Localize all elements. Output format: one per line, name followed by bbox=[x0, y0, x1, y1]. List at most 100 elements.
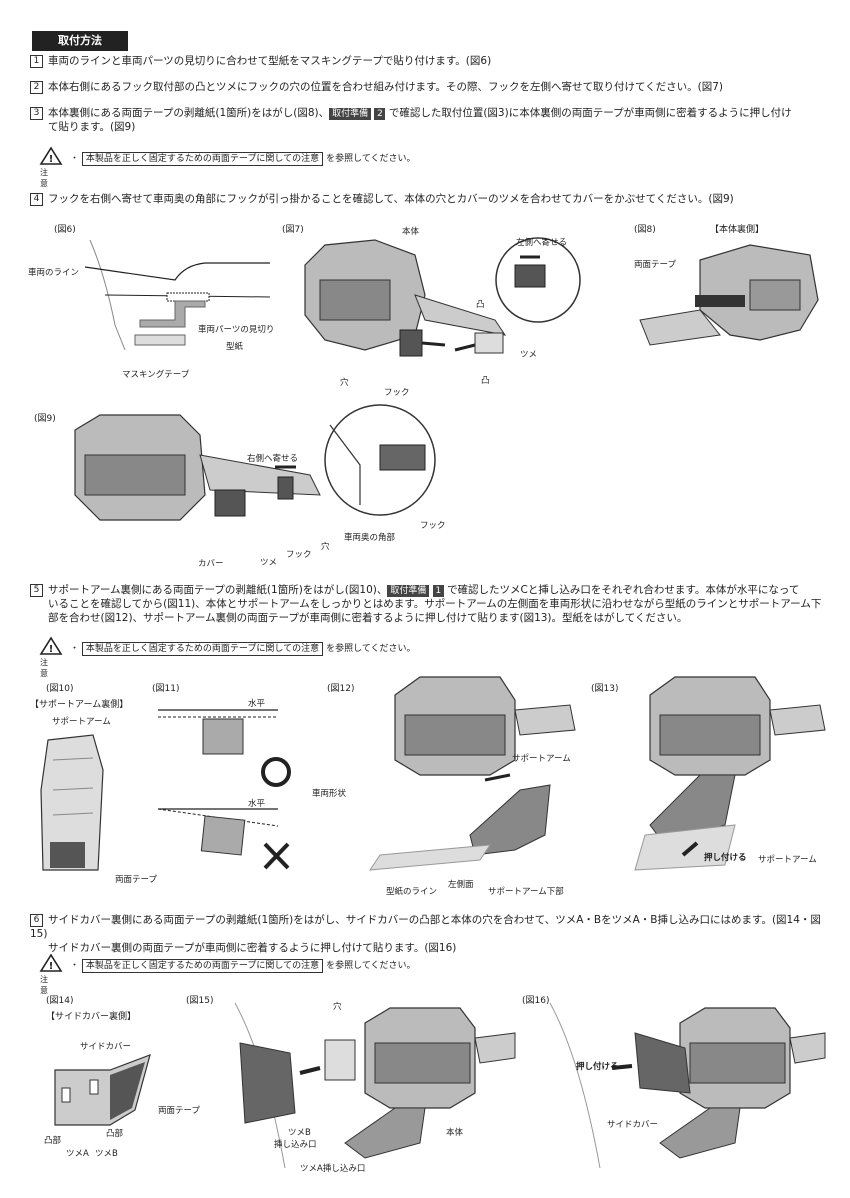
figure-7-label: 凸 bbox=[481, 376, 490, 386]
step-text: サポートアーム裏側にある両面テープの剥離紙(1箇所)をはがし(図10)、 bbox=[48, 584, 388, 596]
figure-10-subtitle: 【サポートアーム裏側】 bbox=[30, 700, 129, 710]
caution-suffix: を参照してください。 bbox=[326, 961, 416, 971]
caution-label: 注 意 bbox=[40, 168, 48, 188]
figure-16-title: (図16) bbox=[522, 996, 550, 1006]
svg-text:!: ! bbox=[49, 644, 54, 655]
bullet: ・ bbox=[70, 961, 80, 971]
step-1: 1 車両のラインと車両パーツの見切りに合わせて型紙をマスキングテープで貼り付けます… bbox=[30, 54, 830, 68]
figure-11-label: 水平 bbox=[248, 799, 266, 809]
figure-11-title: (図11) bbox=[152, 684, 180, 694]
caution-label: 注 意 bbox=[40, 975, 48, 995]
step-text: サイドカバー裏側にある両面テープの剥離紙(1箇所)をはがし、サイドカバーの凸部と… bbox=[30, 914, 821, 940]
step-2: 2 本体右側にあるフック取付部の凸とツメにフックの穴の位置を合わせ組み付けます。そ… bbox=[30, 80, 830, 94]
figure-16-illustration bbox=[549, 1002, 826, 1169]
figure-16-label: サイドカバー bbox=[607, 1120, 659, 1130]
figure-6-title: (図6) bbox=[54, 225, 76, 235]
figure-16-label: 押し付ける bbox=[576, 1062, 619, 1072]
figure-10-title: (図10) bbox=[46, 684, 74, 694]
step-number: 5 bbox=[30, 583, 43, 597]
figure-14-label: 両面テープ bbox=[158, 1106, 200, 1116]
figure-8-subtitle: 【本体裏側】 bbox=[710, 225, 765, 235]
figure-12-label: 車両形状 bbox=[312, 789, 347, 799]
caution-suffix: を参照してください。 bbox=[326, 644, 416, 654]
figure-14-label: サイドカバー bbox=[80, 1042, 132, 1052]
step-text: 部を合わせ(図12)、サポートアーム裏側の両面テープが車両側に密着するように押し… bbox=[48, 612, 688, 624]
prep-tag: 取付準備 bbox=[387, 585, 430, 597]
bullet: ・ bbox=[70, 154, 80, 164]
caution-label: 注 意 bbox=[40, 658, 48, 678]
figure-7-label: 凸 bbox=[476, 300, 485, 310]
figure-6-label: マスキングテープ bbox=[122, 370, 190, 380]
figure-7-title: (図7) bbox=[282, 225, 304, 235]
step-text: サイドカバー裏側の両面テープが車両側に密着するように押し付けて貼ります。(図16… bbox=[48, 942, 457, 954]
figure-7-label: 左側へ寄せる bbox=[516, 238, 568, 248]
bullet: ・ bbox=[70, 644, 80, 654]
figure-12-title: (図12) bbox=[327, 684, 355, 694]
figure-7-label: フック bbox=[384, 388, 410, 398]
figure-13-label: 押し付ける bbox=[704, 853, 747, 863]
figure-9-label: 穴 bbox=[321, 542, 330, 552]
step-5: 5 サポートアーム裏側にある両面テープの剥離紙(1箇所)をはがし(図10)、取付準… bbox=[30, 583, 830, 625]
step-text: いることを確認してから(図11)、本体とサポートアームをしっかりとはめます。サポ… bbox=[48, 598, 822, 610]
figure-14-illustration bbox=[54, 1054, 151, 1126]
figure-9-title: (図9) bbox=[34, 414, 56, 424]
figure-9-label: フック bbox=[420, 521, 446, 531]
figure-9-illustration bbox=[74, 404, 436, 521]
step-number: 1 bbox=[30, 54, 43, 68]
prep-tag: 取付準備 bbox=[329, 108, 372, 120]
figure-15-label: 本体 bbox=[446, 1128, 464, 1138]
caution-reference: 本製品を正しく固定するための両面テープに関しての注意 bbox=[81, 642, 324, 656]
caution-reference: 本製品を正しく固定するための両面テープに関しての注意 bbox=[81, 152, 324, 166]
figure-9-label: フック bbox=[286, 550, 312, 560]
step-3: 3 本体裏側にある両面テープの剥離紙(1箇所)をはがし(図8)、取付準備 2 で確… bbox=[30, 106, 830, 134]
figure-6-label: 型紙 bbox=[226, 342, 244, 352]
section-header: 取付方法 bbox=[32, 31, 128, 51]
figure-14-label: 凸部 bbox=[106, 1129, 124, 1139]
step-number: 3 bbox=[30, 106, 43, 120]
figure-6-label: 車両のライン bbox=[28, 268, 80, 278]
svg-text:!: ! bbox=[49, 154, 54, 165]
figure-15-illustration bbox=[234, 1002, 516, 1169]
figure-9-label: 右側へ寄せる bbox=[247, 454, 299, 464]
step-number: 6 bbox=[30, 913, 43, 927]
figure-15-label: 挿し込み口 bbox=[274, 1140, 317, 1150]
caution-reference: 本製品を正しく固定するための両面テープに関しての注意 bbox=[81, 959, 324, 973]
svg-text:!: ! bbox=[49, 961, 54, 972]
figure-15-label: 穴 bbox=[333, 1002, 342, 1012]
step-text: で確認したツメCと挿し込み口をそれぞれ合わせます。本体が水平になって bbox=[447, 584, 800, 596]
figure-9-label: 車両奥の角部 bbox=[344, 533, 396, 543]
step-text: で確認した取付位置(図3)に本体裏側の両面テープが車両側に密着するように押し付け bbox=[388, 107, 792, 119]
step-text: フックを右側へ寄せて車両奥の角部にフックが引っ掛かることを確認して、本体の穴とカ… bbox=[48, 193, 734, 205]
figure-15-title: (図15) bbox=[186, 996, 214, 1006]
step-text: て貼ります。(図9) bbox=[48, 121, 136, 133]
step-text: 本体裏側にある両面テープの剥離紙(1箇所)をはがし(図8)、 bbox=[48, 107, 330, 119]
figure-14-subtitle: 【サイドカバー裏側】 bbox=[46, 1012, 137, 1022]
figure-10-label: 両面テープ bbox=[115, 875, 157, 885]
figure-7-label: 本体 bbox=[402, 227, 420, 237]
step-number: 2 bbox=[30, 80, 43, 94]
figure-14-title: (図14) bbox=[46, 996, 74, 1006]
warning-icon: ! bbox=[39, 636, 63, 655]
figure-8-illustration bbox=[639, 244, 819, 346]
step-text: 車両のラインと車両パーツの見切りに合わせて型紙をマスキングテープで貼り付けます。… bbox=[48, 55, 492, 67]
figure-12-label: 型紙のライン bbox=[386, 887, 438, 897]
prep-tag-number: 1 bbox=[432, 585, 444, 597]
figure-13-title: (図13) bbox=[591, 684, 619, 694]
figure-7-label: ツメ bbox=[520, 350, 538, 360]
figure-6-label: 車両パーツの見切り bbox=[198, 325, 275, 335]
figure-15-label: ツメA挿し込み口 bbox=[300, 1164, 366, 1174]
figure-10-label: サポートアーム bbox=[52, 717, 111, 727]
figure-13-label: サポートアーム bbox=[758, 855, 817, 865]
prep-tag-number: 2 bbox=[374, 108, 386, 120]
figure-10-illustration bbox=[40, 734, 104, 871]
figure-14-label: ツメA bbox=[66, 1149, 89, 1159]
step-text: 本体右側にあるフック取付部の凸とツメにフックの穴の位置を合わせ組み付けます。その… bbox=[48, 81, 724, 93]
figure-15-label: ツメB bbox=[288, 1128, 311, 1138]
figure-12-label: 左側面 bbox=[448, 880, 474, 890]
figure-11-correct-illustration bbox=[158, 709, 291, 787]
figure-12-label: サポートアーム下部 bbox=[488, 887, 564, 897]
figure-7-label: 穴 bbox=[340, 378, 349, 388]
warning-icon: ! bbox=[39, 953, 63, 972]
figure-13-illustration bbox=[634, 676, 826, 871]
